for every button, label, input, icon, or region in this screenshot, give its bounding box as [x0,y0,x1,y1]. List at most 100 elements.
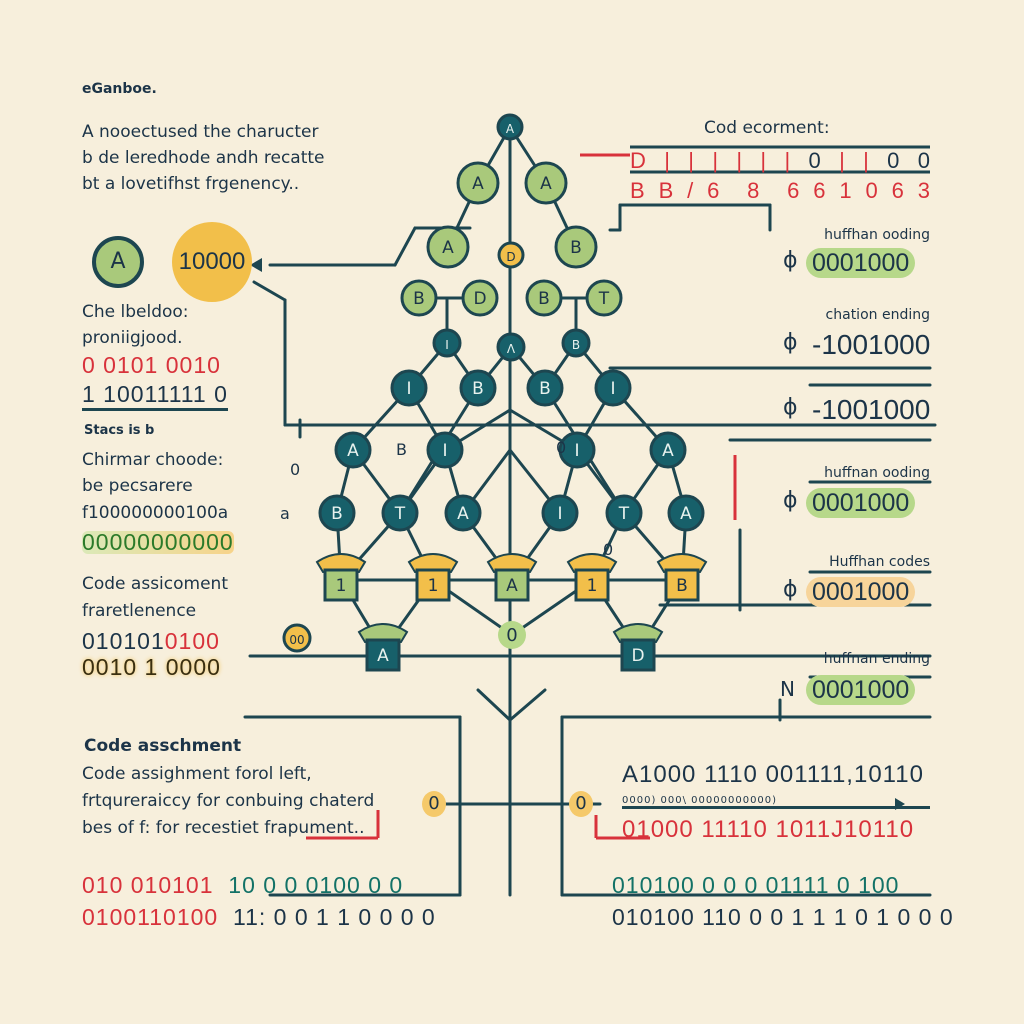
tree-node: B [459,369,497,407]
tree-node: A [456,161,500,205]
tree-node: B [554,225,598,269]
bit-string: 010101 [82,628,165,654]
tree-node-label: B [331,504,343,524]
section-text: proniigjood. [82,328,183,348]
tree-node-label: I [445,338,449,352]
circled-bit-string: 0010 1 0000 [82,654,221,680]
section-text: Che lbeldoo: [82,302,189,322]
table-cell: 1 [839,178,852,203]
tree-edge [508,688,547,722]
table-cell: | [784,148,791,173]
table-cell: | [760,148,767,173]
bit-string: 10 0 0 0100 0 0 [228,872,404,898]
code-value: 0001000 [806,675,916,705]
frequency-node: 10000 [172,222,252,302]
panel-label: huffnan ending [823,651,930,667]
edge-label: a [280,504,290,523]
intro-line: A nooectused the charucter [82,122,319,142]
tree-node-label: B [538,289,550,309]
table-cell: | [839,148,845,173]
tree-node-label: B [472,379,484,399]
section-text: bes of f: for recestiet frapument.. [82,818,365,838]
tree-node-label: I [406,379,411,399]
section-text: fraretlenence [82,601,197,621]
table-cell: 0 [865,178,878,203]
bit-string: 0100 [164,628,220,654]
tree-node-label: I [557,504,562,524]
table-cell: D [630,148,646,173]
tree-node: T [585,279,623,317]
table-cell: 0 [887,148,900,173]
tree-node: D [461,279,499,317]
table-cell: 8 [747,178,760,203]
tree-node: A [444,494,482,532]
tree-node-label: I [442,441,447,461]
tree-node-label: A [442,238,454,258]
badge-00: 00 [282,623,312,653]
leaf-shield: 1 [407,553,459,602]
bit-string: 11: 0 0 1 1 0 0 0 0 [233,904,436,930]
leaf-shield: 1 [315,553,367,602]
section-text: Chirmar choode: [82,450,224,470]
tree-node: I [594,369,632,407]
tree-edge [393,226,417,267]
table-cell: B [658,178,674,203]
table-cell: 6 [813,178,826,203]
bit-string: 010100 0 0 0 01111 0 100 [612,872,900,898]
table-cell: 3 [917,178,930,203]
bit-string: 0100110100 [82,904,219,930]
tree-node: I [426,431,464,469]
tree-node-label: B [572,338,580,352]
section-text: Code assighment forol left, [82,764,312,784]
tree-node: A [649,431,687,469]
code-value: -1001000 [812,329,931,360]
bit-string: 01000 11110 1011J10110 [622,816,915,843]
tree-node-label: A [662,441,674,461]
edge-label: 0 [603,540,614,559]
tree-node: I [432,328,462,358]
tree-node: T [605,494,643,532]
edge-label: 0 [290,460,301,479]
table-cell: | [712,148,719,173]
tree-node-label: T [394,504,406,524]
section-text: be pecsarere [82,476,193,496]
tree-edge [476,688,512,722]
panel-prefix: N [780,677,795,701]
table-cell: 0 [917,148,930,173]
tree-node-label: A [347,441,359,461]
bit-string: 010100 110 0 0 1 1 1 0 1 0 0 0 [612,904,954,930]
connector-node-icon: ϕ [783,395,798,420]
leaf-shield: A [357,623,409,672]
tree-node: A [426,225,470,269]
leaf-shield: 1 [566,553,618,602]
bit-string: 0 0101 0010 [82,352,221,378]
tree-node-label: B [413,289,425,309]
section-text: frtqureraiccy for conbuing chaterd [82,791,375,811]
leaf-label: 1 [428,576,439,596]
leaf-shield: B [656,553,708,602]
tree-node-label: A [506,122,515,136]
panel-label: chation ending [825,307,930,323]
table-cell: | [736,148,743,173]
code-value: 0001000 [806,248,916,278]
leaf-shield: D [612,623,664,672]
connector-node-icon: ϕ [783,248,798,273]
left-heading: eGanboe. [82,81,157,97]
center-zero-node: 0 [498,621,526,649]
leaf-label: B [676,576,688,596]
tree-node: I [558,431,596,469]
table-cell: | [863,148,869,173]
tree-node-label: T [598,289,610,309]
tree-node: T [381,494,419,532]
symbol-node-a: A [92,236,144,288]
table-title: Cod ecorment: [704,118,830,138]
leaf-label: A [377,646,389,666]
code-value: 0001000 [806,488,916,518]
code-value: 0001000 [806,577,916,607]
tree-node-label: I [574,441,579,461]
tree-node-label: A [540,174,552,194]
edge-label: 0 [556,438,567,457]
table-cell: 0 [808,148,821,173]
